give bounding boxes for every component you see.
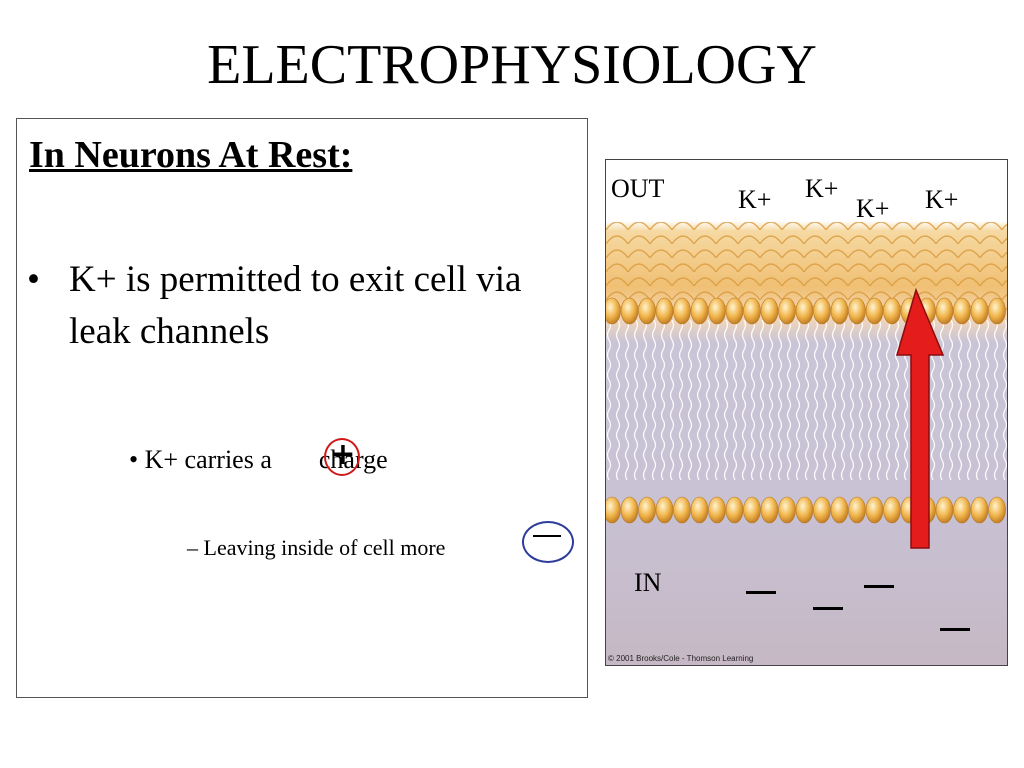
lipid-head	[760, 297, 779, 325]
plus-sign-icon: +	[330, 437, 356, 472]
lipid-head	[883, 496, 901, 524]
bullet-k-exit-text: K+ is permitted to exit cell via leak ch…	[69, 259, 522, 352]
lipid-head	[743, 496, 761, 524]
membrane-illustration	[606, 160, 1007, 665]
lipid-head	[848, 496, 866, 524]
notes-box: In Neurons At Rest: • K+ is permitted to…	[16, 118, 588, 698]
lipid-head	[606, 297, 621, 325]
lipid-head	[848, 297, 866, 325]
lipid-head	[883, 297, 901, 325]
lipid-head	[830, 496, 849, 524]
lipid-head	[725, 297, 744, 325]
lipid-head	[865, 297, 884, 325]
lipid-head	[620, 496, 639, 524]
bullet-marker: •	[129, 445, 139, 474]
lipid-head	[743, 297, 761, 325]
lipid-head	[953, 297, 971, 325]
lipid-head	[970, 496, 989, 524]
ion-label-k1: K+	[738, 185, 772, 214]
lipid-head	[988, 297, 1006, 325]
negative-charge-mark	[813, 607, 843, 610]
bullet-leaving-inside: – Leaving inside of cell more	[187, 534, 445, 562]
ion-label-k2: K+	[805, 174, 839, 203]
lipid-head	[620, 297, 639, 325]
lipid-head	[690, 496, 709, 524]
negative-charge-mark	[864, 585, 894, 588]
positive-charge-circle	[324, 438, 360, 476]
lipid-head	[830, 297, 849, 325]
negative-charge-mark	[746, 591, 776, 594]
lipid-head	[760, 496, 779, 524]
lipid-head	[970, 297, 989, 325]
lipid-head	[865, 496, 884, 524]
lipid-head	[673, 496, 691, 524]
in-label: IN	[634, 568, 662, 597]
bullet-k-exit: • K+ is permitted to exit cell via leak …	[27, 254, 572, 358]
dash-marker: –	[187, 535, 198, 560]
lipid-head	[795, 496, 814, 524]
lipid-head	[655, 297, 674, 325]
notes-heading: In Neurons At Rest:	[29, 134, 353, 176]
slide-title: ELECTROPHYSIOLOGY	[207, 34, 817, 96]
lipid-head	[813, 496, 831, 524]
lipid-head	[725, 496, 744, 524]
lipid-head	[708, 297, 726, 325]
k-efflux-arrow	[895, 287, 945, 549]
lipid-head	[778, 297, 796, 325]
bullet-k-charge-text-before: K+ carries a	[144, 445, 279, 474]
lipid-head	[795, 297, 814, 325]
lipid-head	[673, 297, 691, 325]
lipid-head	[708, 496, 726, 524]
membrane-figure: OUT K+ K+ K+ K+ IN © 2001 Brooks/Cole - …	[605, 159, 1008, 666]
out-label: OUT	[611, 174, 665, 203]
lipid-head	[953, 496, 971, 524]
lipid-head	[638, 496, 656, 524]
lipid-head	[813, 297, 831, 325]
negative-charge-mark	[940, 628, 970, 631]
negative-charge-circle	[522, 521, 574, 563]
ion-label-k3: K+	[856, 194, 890, 223]
lipid-head	[606, 496, 621, 524]
lipid-head	[778, 496, 796, 524]
minus-sign-icon	[533, 535, 561, 537]
bullet-leaving-inside-text: Leaving inside of cell more	[203, 535, 446, 560]
inner-lipid-heads	[606, 496, 1006, 524]
lipid-head	[655, 496, 674, 524]
outer-lipid-heads	[606, 297, 1006, 325]
copyright-text: © 2001 Brooks/Cole - Thomson Learning	[608, 654, 754, 663]
lipid-head	[935, 496, 954, 524]
bullet-marker: •	[27, 259, 40, 300]
lipid-head	[690, 297, 709, 325]
lipid-head	[988, 496, 1006, 524]
ion-label-k4: K+	[925, 185, 959, 214]
lipid-head	[638, 297, 656, 325]
lipid-head	[935, 297, 954, 325]
